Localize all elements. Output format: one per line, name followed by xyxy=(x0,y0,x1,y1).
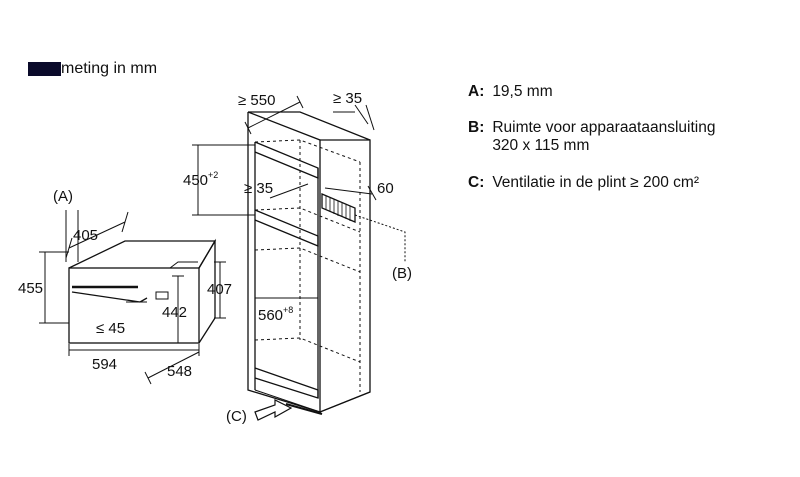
callout-b: (B) xyxy=(392,265,412,282)
dim-60: 60 xyxy=(377,180,394,197)
dim-455: 455 xyxy=(18,280,43,297)
dim-ge-550: ≥ 550 xyxy=(238,92,275,109)
dim-a-tag: (A) xyxy=(53,188,73,205)
dim-ge-35-inner: ≥ 35 xyxy=(244,180,273,197)
dim-442: 442 xyxy=(162,304,187,321)
oven-appliance xyxy=(68,238,217,344)
legend-key: B: xyxy=(468,119,485,136)
legend-item-b: B: Ruimte voor apparaataansluiting 320 x… xyxy=(468,119,715,155)
ventilation-arrow xyxy=(254,399,293,421)
callout-c: (C) xyxy=(226,408,247,425)
dim-ge-35-top: ≥ 35 xyxy=(333,90,362,107)
legend-item-a: A: 19,5 mm xyxy=(468,83,553,101)
legend-text: 19,5 mm xyxy=(492,83,553,100)
dim-le-45: ≤ 45 xyxy=(96,320,125,337)
legend-key: A: xyxy=(468,83,485,100)
tall-cabinet xyxy=(247,111,371,416)
dim-560: 560+8 xyxy=(258,305,293,324)
cabinet-dimension-lines xyxy=(192,95,377,299)
page-title: meting in mm xyxy=(61,60,158,77)
legend-key: C: xyxy=(468,174,485,191)
dim-450: 450+2 xyxy=(183,170,218,189)
device-connection-opening xyxy=(321,193,406,262)
dim-594: 594 xyxy=(92,356,117,373)
legend-text: Ruimte voor apparaataansluiting xyxy=(492,119,716,136)
dim-405: 405 xyxy=(73,227,98,244)
legend-text: Ventilatie in de plint ≥ 200 cm² xyxy=(492,174,699,191)
legend-text: 320 x 115 mm xyxy=(492,137,590,154)
redaction-block xyxy=(28,62,61,76)
dim-548: 548 xyxy=(167,363,192,380)
legend-item-c: C: Ventilatie in de plint ≥ 200 cm² xyxy=(468,174,699,192)
dim-407: 407 xyxy=(207,281,232,298)
oven-dimension-lines xyxy=(39,210,226,385)
